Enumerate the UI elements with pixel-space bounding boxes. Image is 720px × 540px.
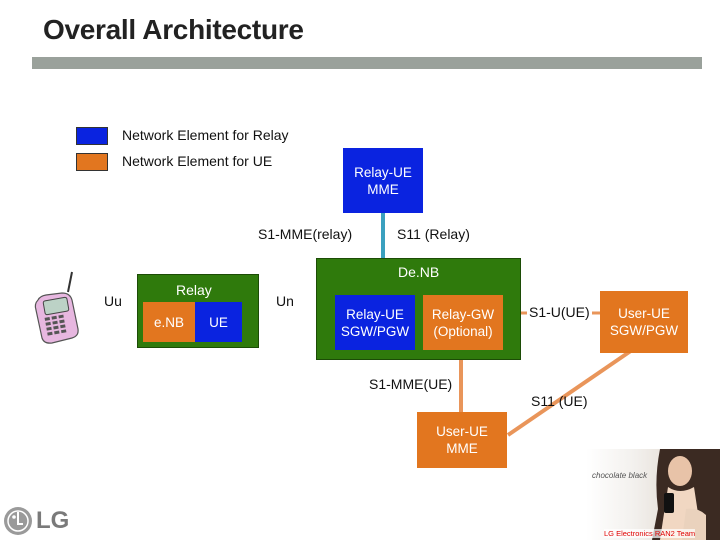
page-title: Overall Architecture bbox=[43, 14, 304, 45]
s1-mme-relay-label: S1-MME(relay) bbox=[258, 226, 353, 242]
legend-label-ue: Network Element for UE bbox=[122, 153, 273, 169]
s11-ue-label: S11 (UE) bbox=[531, 393, 588, 409]
relay-ue-mme-node: Relay-UE MME bbox=[343, 148, 423, 213]
ad-caption: LG Electronics RAN2 Team bbox=[604, 529, 696, 538]
s11-relay-label: S11 (Relay) bbox=[397, 226, 470, 242]
s11-ue-link bbox=[506, 344, 640, 437]
ue-node: UE bbox=[195, 302, 242, 342]
legend-swatch-relay bbox=[76, 127, 108, 145]
relay-label: Relay bbox=[176, 282, 212, 298]
uu-label: Uu bbox=[104, 293, 122, 309]
denb-label: De.NB bbox=[398, 264, 440, 280]
un-label: Un bbox=[276, 293, 294, 309]
title-underline-bar bbox=[32, 57, 702, 69]
model-photo-icon bbox=[652, 449, 720, 540]
s1-u-ue-label: S1-U(UE) bbox=[527, 304, 592, 320]
ad-brand-text: chocolate black bbox=[592, 471, 648, 480]
relay-ue-sgw-pgw-node: Relay-UE SGW/PGW bbox=[335, 295, 415, 350]
user-ue-mme-node: User-UE MME bbox=[417, 412, 507, 468]
advertisement-image: chocolate black LG Electronics RAN2 Team bbox=[586, 449, 720, 540]
user-ue-sgw-pgw-node: User-UE SGW/PGW bbox=[600, 291, 688, 353]
enb-node: e.NB bbox=[143, 302, 195, 342]
relay-gw-node: Relay-GW (Optional) bbox=[423, 295, 503, 350]
lg-logo-text: LG bbox=[36, 507, 70, 534]
legend-swatch-ue bbox=[76, 153, 108, 171]
s1-mme-ue-label: S1-MME(UE) bbox=[369, 376, 453, 392]
legend-label-relay: Network Element for Relay bbox=[122, 127, 289, 143]
lg-logo-icon bbox=[4, 507, 32, 535]
mobile-phone-icon bbox=[34, 271, 79, 344]
